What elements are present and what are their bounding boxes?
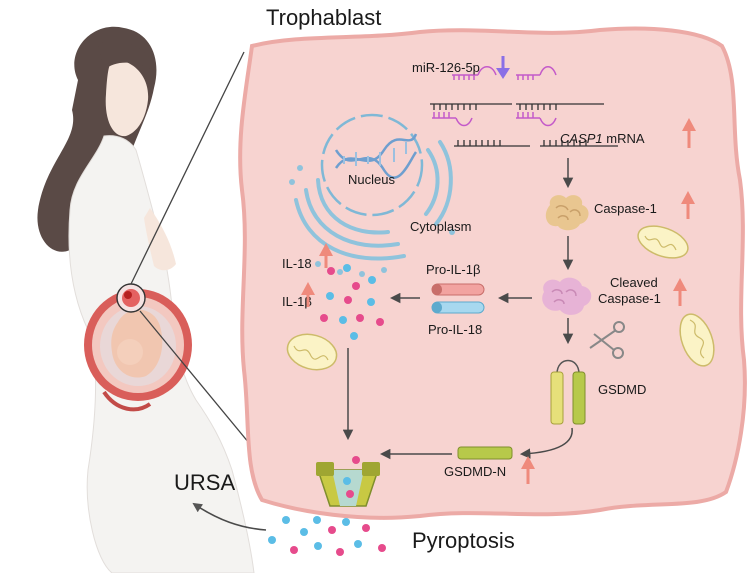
il-particle [367,298,375,306]
mrna-strands [430,103,618,147]
caspase1-label: Caspase-1 [594,201,657,216]
gsdmd-n-label: GSDMD-N [444,464,506,479]
dna-helix-icon [334,133,418,179]
cytoplasm-label: Cytoplasm [410,219,471,234]
il-particle [352,282,360,290]
il-particle [339,316,347,324]
ursa-label: URSA [174,470,235,495]
il-particle [376,318,384,326]
casp1-gene-name: CASP1 [560,131,603,146]
pro-il18-label: Pro-IL-18 [428,322,482,337]
released-particle [378,544,386,552]
cleaved-caspase1-label-line2: Caspase-1 [598,291,661,306]
il-particle [356,314,364,322]
released-particle [300,528,308,536]
il-particle [352,456,360,464]
caspase1-protein [545,195,589,231]
uterus-with-fetus [84,289,192,412]
nucleus-er-complex [289,113,455,277]
gsdmd-n-fragment [457,446,513,460]
pro-il18-molecule [431,301,485,314]
il1b-up-arrow [301,282,315,307]
released-particle [354,540,362,548]
il-particle [343,264,351,272]
face [105,59,149,137]
released-particle [268,536,276,544]
casp1-mrna-up-arrow [682,118,696,148]
released-particle [362,524,370,532]
mirna-down-arrow [496,56,510,79]
il-particle [326,292,334,300]
released-cytokines [268,516,386,556]
pyroptosis-label: Pyroptosis [412,528,515,553]
released-particle [336,548,344,556]
casp1-mrna-suffix: mRNA [603,131,645,146]
mitochondrion-icon-1 [637,225,689,259]
arm [144,208,176,271]
il18-up-arrow [319,243,333,268]
cleaved-caspase1-label-line1: Cleaved [610,275,658,290]
arrow-release-to-ursa [192,502,267,531]
il-particle [344,296,352,304]
il1b-label: IL-1β [282,294,312,309]
mature-cytokines-cluster [320,264,384,340]
released-particle [313,516,321,524]
gsdmd-membrane-pore [316,462,380,507]
cleaved-caspase1-up-arrow [673,278,687,306]
scissors-icon [589,321,625,359]
page-title: Trophablast [266,5,381,30]
mirna-label: miR-126-5p [412,60,480,75]
hair-front [98,41,156,72]
gsdmd-protein [550,359,586,425]
il-particle [368,276,376,284]
gsdmd-n-up-arrow [521,456,535,484]
released-particle [328,526,336,534]
mirna-strands [432,66,557,127]
released-particle [342,518,350,526]
mitochondrion-icon-2 [679,313,715,367]
gsdmd-label: GSDMD [598,382,646,397]
placenta-highlight [116,283,146,313]
arrow-gsdmd-to-gsdmd-n [519,427,573,459]
pro-il1b-molecule [431,283,485,296]
caspase1-up-arrow [681,191,695,219]
nucleus-label: Nucleus [348,172,395,187]
il-particle [350,332,358,340]
il-particle [320,314,328,322]
trophoblast-cell [238,26,747,520]
released-particle [314,542,322,550]
casp1-mrna-label: CASP1 mRNA [560,131,645,146]
pro-il1b-label: Pro-IL-1β [426,262,480,277]
il18-label: IL-18 [282,256,312,271]
cleaved-caspase1-protein [542,277,592,315]
zoom-line-top [130,51,245,285]
released-particle [290,546,298,554]
il-particle [327,267,335,275]
mitochondrion-icon-3 [286,333,338,371]
pregnant-woman-illustration [37,26,307,573]
released-particle [282,516,290,524]
